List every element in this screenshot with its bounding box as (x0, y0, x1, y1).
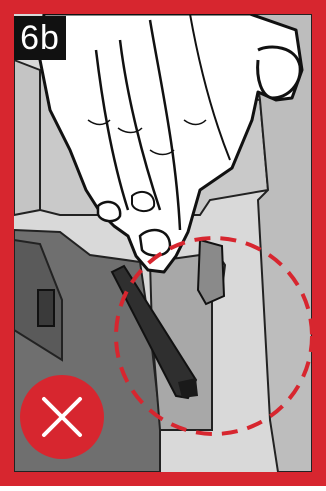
right-latch (198, 240, 224, 304)
left-wall (14, 60, 40, 215)
step-badge: 6b (14, 16, 66, 60)
left-clip (38, 290, 54, 326)
x-circle-icon (20, 375, 104, 459)
